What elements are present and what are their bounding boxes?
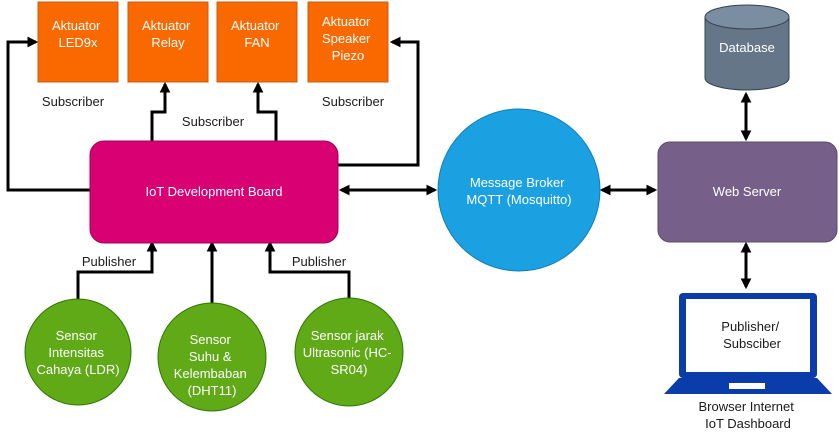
sensor-ldr-label: Sensor Intensitas Cahaya (LDR) xyxy=(36,328,119,377)
laptop-caption: Browser Internet IoT Dashboard xyxy=(699,399,798,431)
actuator-relay: Aktuator Relay xyxy=(127,1,209,83)
actuator-speaker-piezo: Aktuator Speaker Piezo xyxy=(307,1,389,83)
database-label: Database xyxy=(719,40,775,55)
sensor-hcsr04-label: Sensor jarak Ultrasonic (HC- SR04) xyxy=(303,328,395,377)
database-cylinder-icon: Database xyxy=(704,4,790,91)
connector-board-led9x xyxy=(6,36,90,192)
label-subscriber-left: Subscriber xyxy=(42,94,105,109)
laptop-screen-label: Publisher/ Subsciber xyxy=(721,319,782,351)
sensor-hcsr04: Sensor jarak Ultrasonic (HC- SR04) xyxy=(294,297,404,407)
connector-board-fan xyxy=(252,81,278,141)
sensor-ldr: Sensor Intensitas Cahaya (LDR) xyxy=(24,298,132,406)
actuator-fan-label: Aktuator FAN xyxy=(231,18,283,50)
connectors xyxy=(6,36,752,312)
label-subscriber-middle: Subscriber xyxy=(182,114,245,129)
label-subscriber-right: Subscriber xyxy=(322,94,385,109)
label-publisher-left: Publisher xyxy=(82,254,137,269)
message-broker: Message Broker MQTT (Mosquitto) xyxy=(437,108,601,272)
connector-hcsr04-board xyxy=(264,240,351,312)
actuator-led9x: Aktuator LED9x xyxy=(37,1,119,83)
connector-board-speaker xyxy=(338,36,420,167)
actuator-led9x-label: Aktuator LED9x xyxy=(52,18,104,50)
web-server: Web Server xyxy=(657,141,838,243)
connector-board-relay xyxy=(150,81,171,141)
edge-labels: Subscriber Subscriber Subscriber Publish… xyxy=(42,94,385,269)
iot-development-board: IoT Development Board xyxy=(89,140,339,244)
sensor-dht11: Sensor Suhu & Kelembaban (DHT11) xyxy=(157,302,267,412)
label-publisher-right: Publisher xyxy=(292,254,347,269)
sensor-dht11-label: Sensor Suhu & Kelembaban (DHT11) xyxy=(174,332,251,398)
broker-label: Message Broker MQTT (Mosquitto) xyxy=(466,175,571,207)
actuator-speaker-label: Aktuator Speaker Piezo xyxy=(322,14,374,63)
web-server-label: Web Server xyxy=(713,184,782,199)
actuator-fan: Aktuator FAN xyxy=(216,1,298,83)
board-label: IoT Development Board xyxy=(145,184,282,199)
laptop-icon: Publisher/ Subsciber xyxy=(664,293,832,394)
connector-ldr-board xyxy=(76,240,158,312)
actuator-relay-label: Aktuator Relay xyxy=(142,18,194,50)
